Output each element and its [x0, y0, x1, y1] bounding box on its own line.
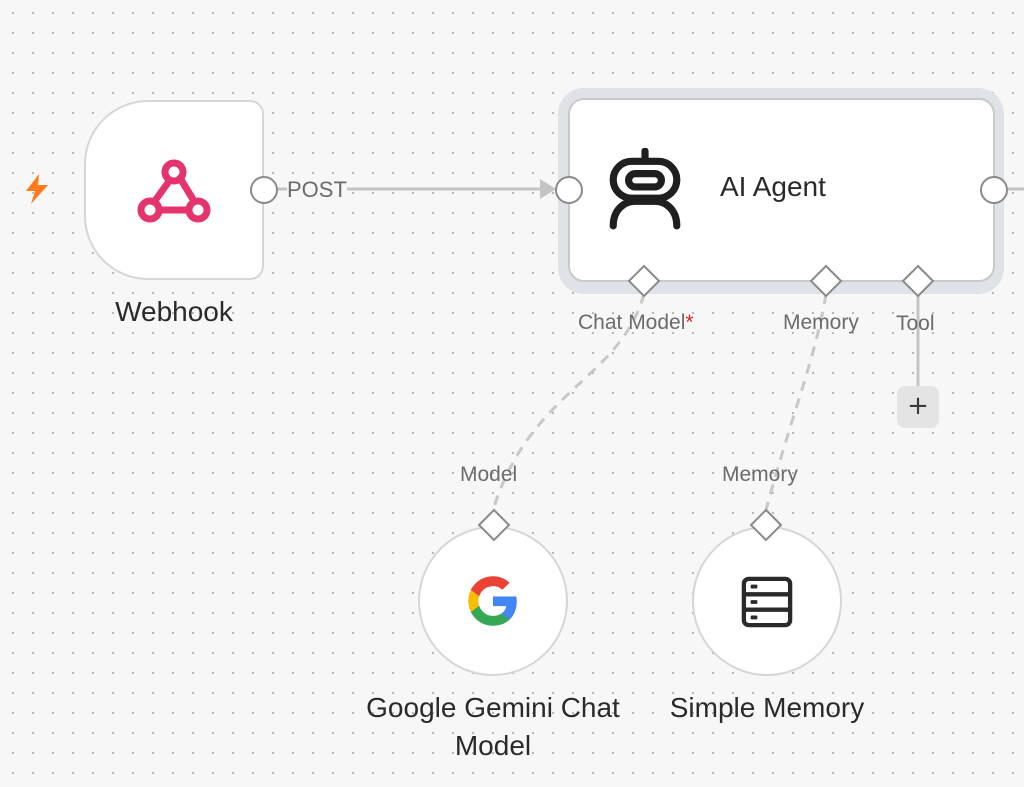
memory-port[interactable]: [809, 264, 843, 298]
add-tool-button[interactable]: +: [897, 386, 939, 428]
gemini-port-label: Model: [460, 463, 518, 486]
gemini-output-port[interactable]: [477, 508, 511, 542]
tool-port-label: Tool: [896, 312, 935, 335]
memory-connection[interactable]: [764, 293, 828, 511]
google-gemini-node[interactable]: [418, 526, 568, 676]
post-connection-label: POST: [287, 177, 347, 203]
robot-icon: [609, 148, 681, 230]
agent-output-port[interactable]: [978, 174, 1010, 206]
google-g-icon: [468, 576, 517, 626]
main-connection-arrow: [540, 179, 556, 199]
webhook-node[interactable]: [84, 100, 264, 280]
required-marker: *: [685, 311, 694, 334]
simple-memory-port-label: Memory: [722, 463, 798, 486]
simple-memory-node[interactable]: [692, 526, 842, 676]
database-icon: [741, 576, 793, 628]
lightning-bolt-icon: [26, 174, 48, 204]
gemini-label: Google Gemini Chat Model: [366, 692, 620, 761]
chat-model-port-text: Chat Model: [578, 311, 686, 334]
webhook-output-port[interactable]: [248, 174, 280, 206]
simple-memory-label: Simple Memory: [669, 692, 865, 723]
ai-agent-title: AI Agent: [720, 171, 826, 202]
chat-model-connection[interactable]: [491, 293, 646, 511]
simple-memory-output-port[interactable]: [749, 508, 783, 542]
webhook-label: Webhook: [115, 296, 233, 327]
chat-model-port-label: Chat Model*: [578, 311, 694, 335]
webhook-icon: [137, 159, 211, 223]
tool-port[interactable]: [901, 264, 935, 298]
agent-input-port[interactable]: [553, 174, 585, 206]
memory-port-label: Memory: [783, 311, 859, 334]
chat-model-port[interactable]: [627, 264, 661, 298]
